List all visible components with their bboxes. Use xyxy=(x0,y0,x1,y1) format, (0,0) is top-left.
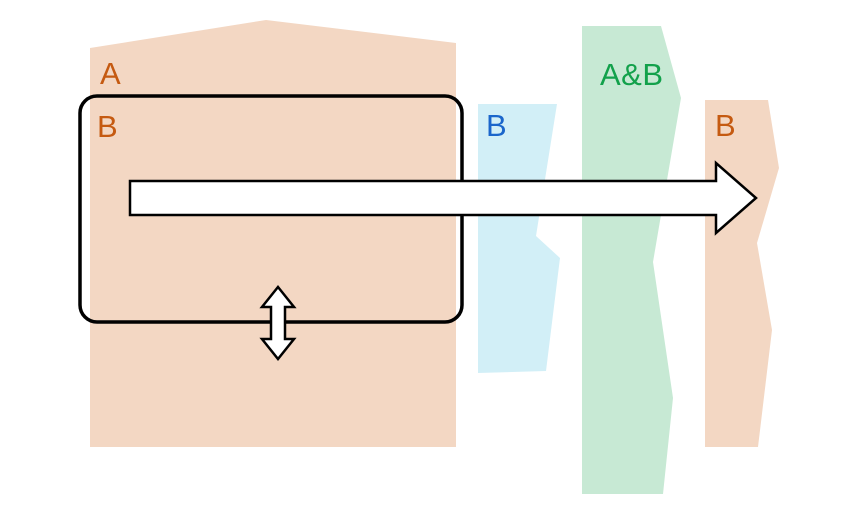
strip-ab-green-shape xyxy=(582,26,681,494)
label-strip-b-right: B xyxy=(715,108,736,143)
label-strip-ab: A&B xyxy=(600,57,664,92)
strip-b-cyan-shape xyxy=(478,104,560,373)
label-region-a: A xyxy=(100,56,121,91)
strip-b-right-shape xyxy=(705,100,779,447)
label-box-b: B xyxy=(97,109,118,144)
arrow-up-down-icon xyxy=(259,284,297,362)
arrow-right-icon xyxy=(128,160,758,236)
region-a-shape xyxy=(90,20,456,447)
label-strip-b-cyan: B xyxy=(486,108,507,143)
